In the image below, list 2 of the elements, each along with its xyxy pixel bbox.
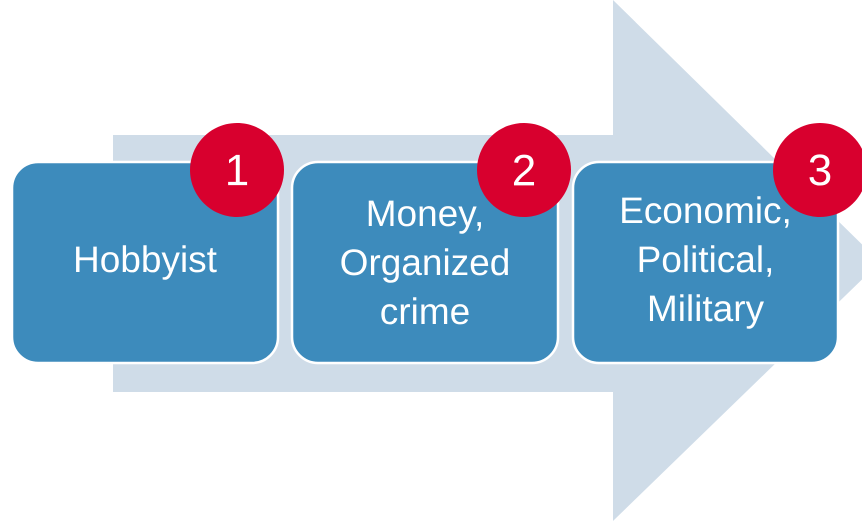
callout-number: 1 (190, 123, 284, 217)
callout-number: 2 (477, 123, 571, 217)
